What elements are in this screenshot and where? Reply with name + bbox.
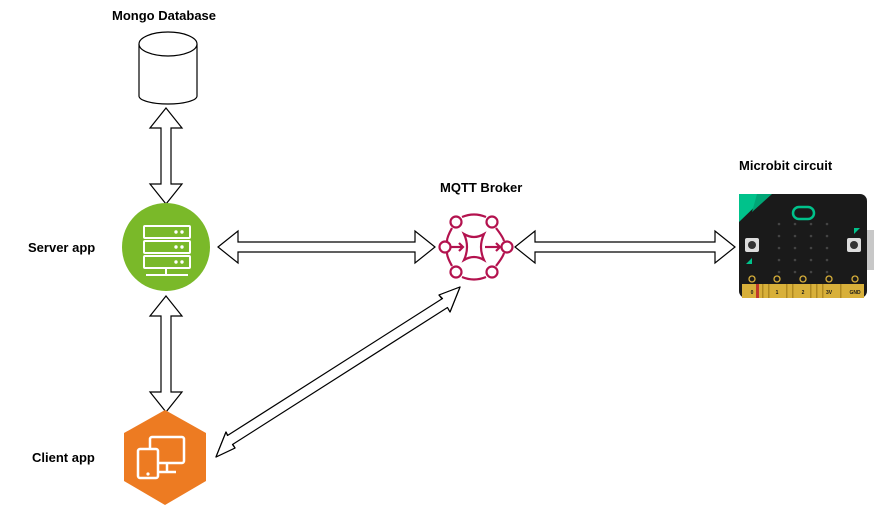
arrow-server-client <box>148 295 184 413</box>
pin-label-gnd: GND <box>849 290 861 296</box>
mongo-database-label: Mongo Database <box>112 8 217 23</box>
microbit-circuit-label: Microbit circuit <box>739 158 833 173</box>
server-app-label: Server app <box>28 240 96 255</box>
client-devices-icon <box>124 410 206 505</box>
arrow-broker-microbit <box>514 229 736 265</box>
pin-label-0: 0 <box>751 290 754 296</box>
client-app-label: Client app <box>32 450 95 465</box>
database-cylinder-icon <box>138 31 198 105</box>
pin-label-3v: 3V <box>826 290 833 296</box>
microbit-board-icon: 0 1 2 3V GND <box>739 194 874 298</box>
arrow-server-broker <box>217 229 436 265</box>
mqtt-broker-icon <box>438 213 514 281</box>
arrow-broker-client <box>215 286 461 458</box>
mqtt-broker-label: MQTT Broker <box>440 180 523 195</box>
pin-label-2: 2 <box>802 290 805 296</box>
pin-label-1: 1 <box>776 290 779 296</box>
server-rack-icon <box>122 203 210 291</box>
arrow-mongo-server <box>148 107 184 205</box>
